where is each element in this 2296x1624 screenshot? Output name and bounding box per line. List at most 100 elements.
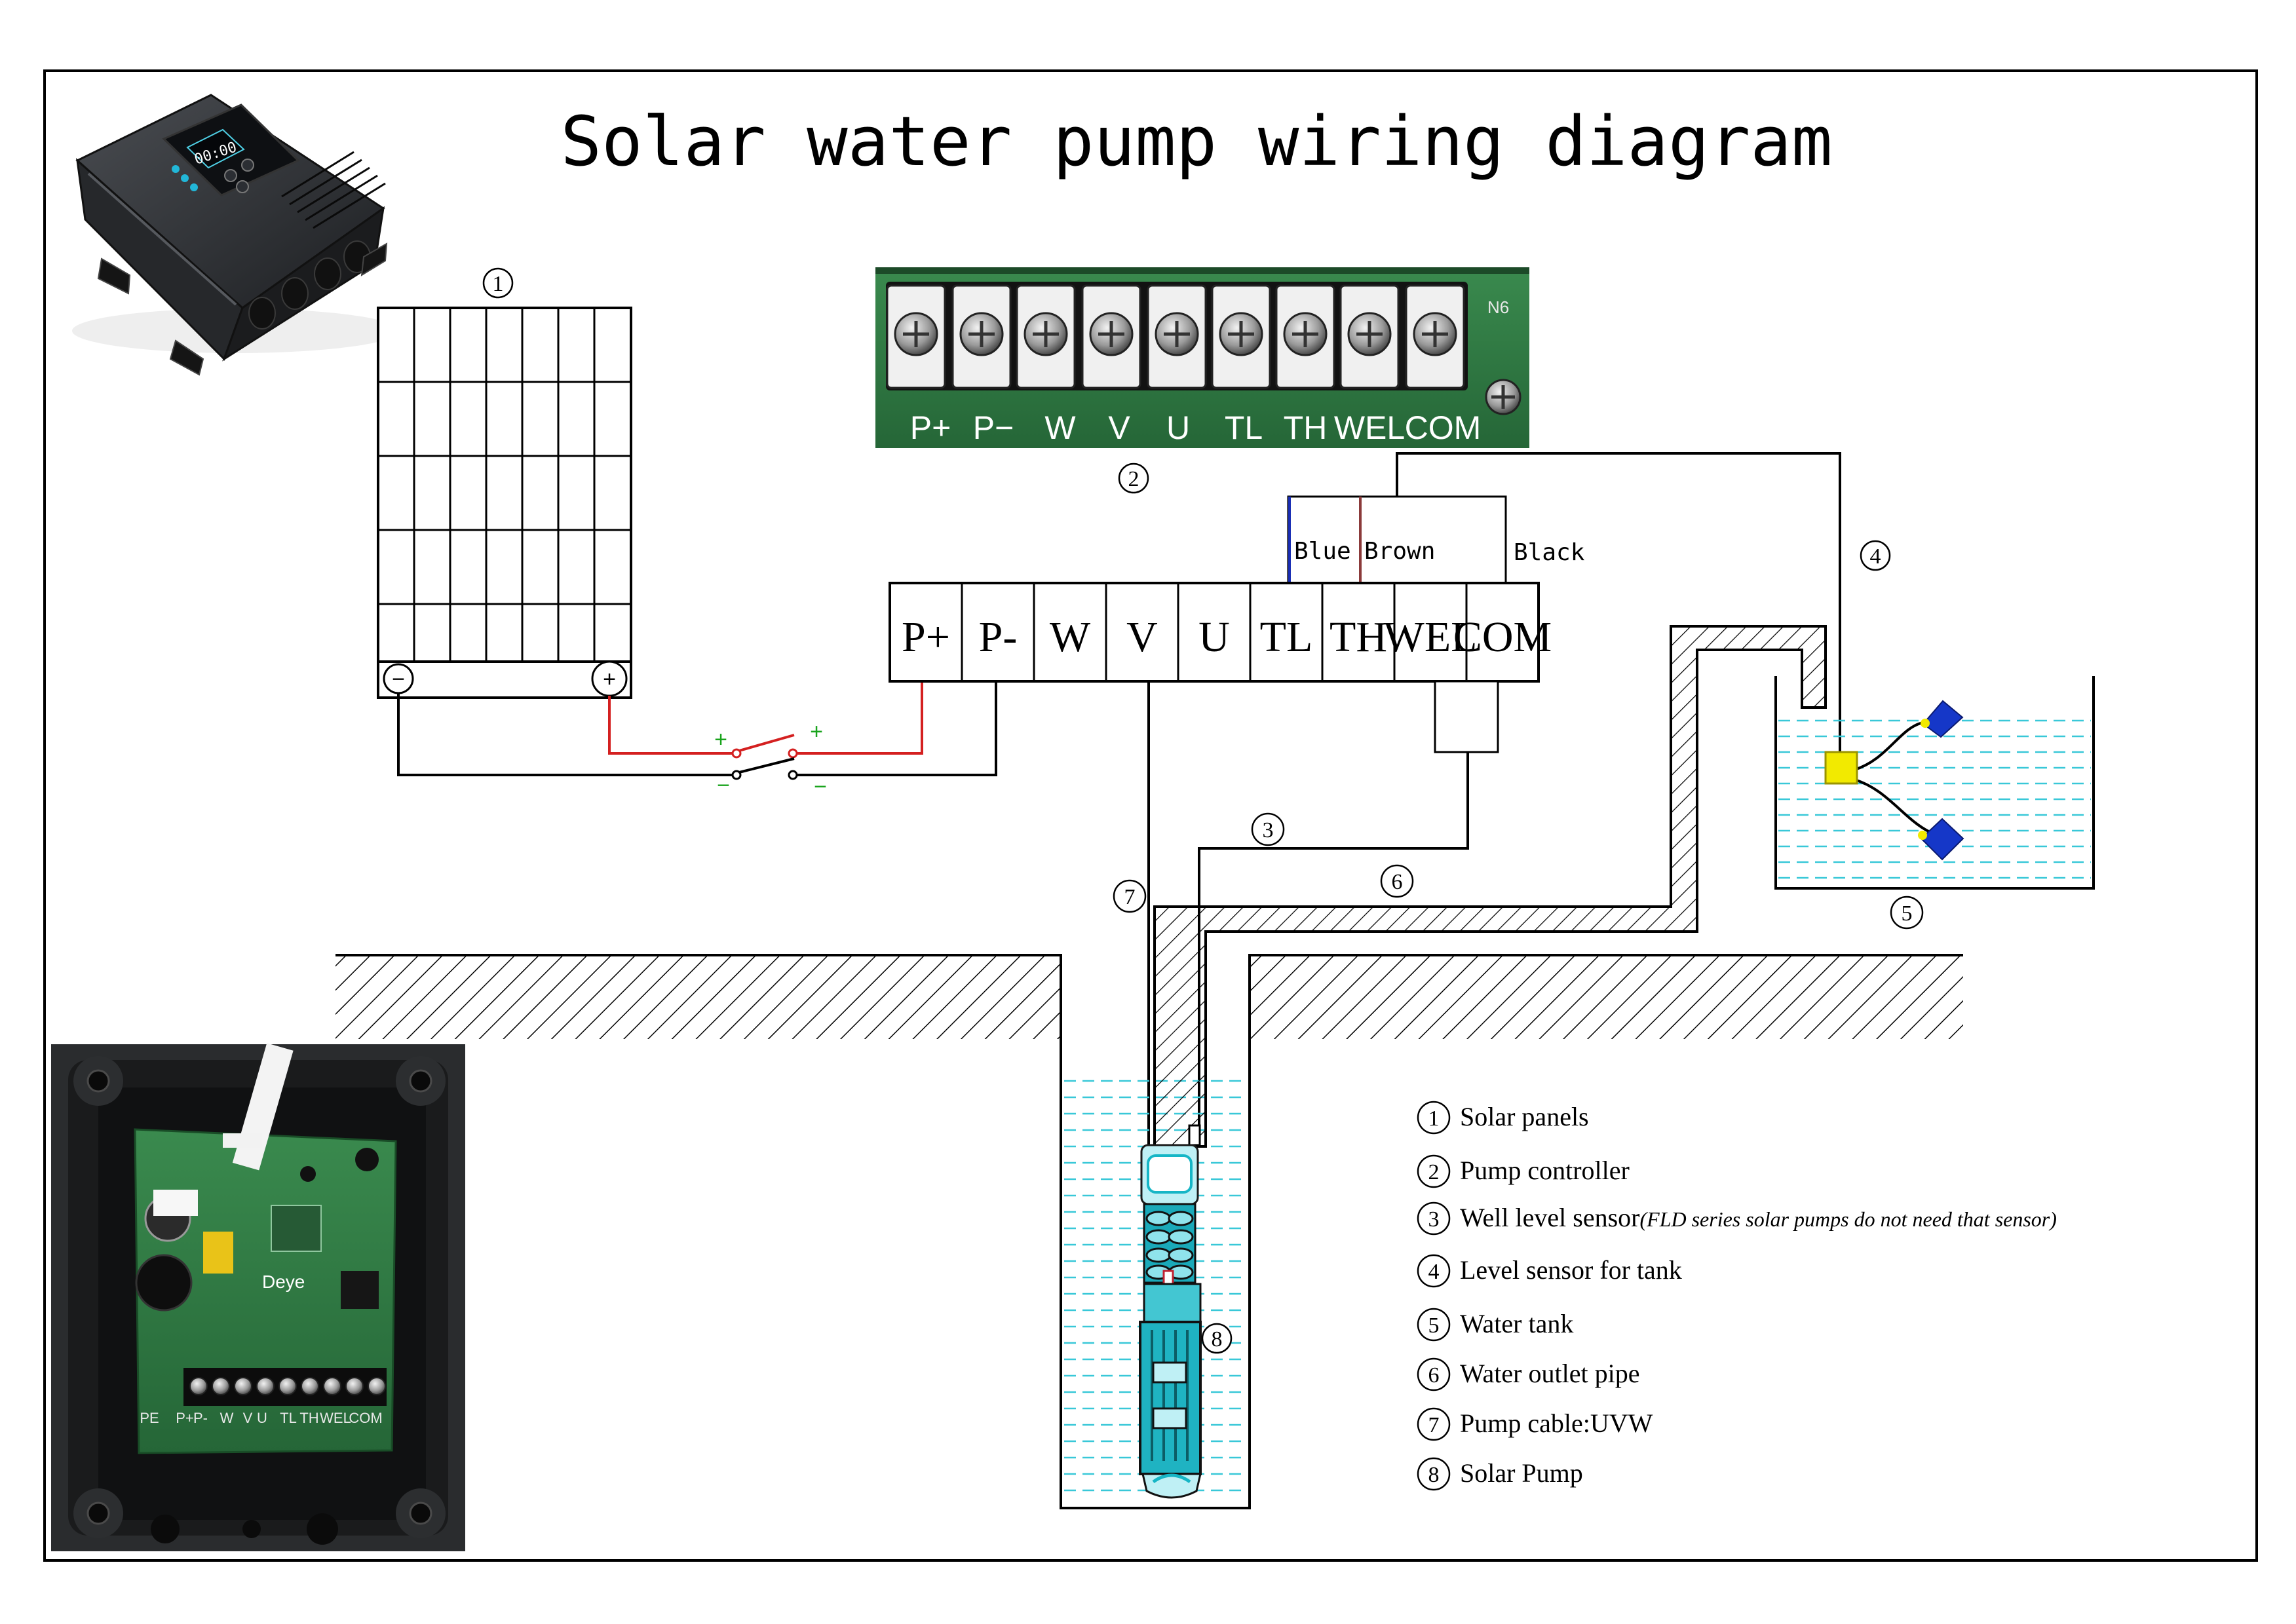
switch-plus-right: +: [810, 719, 823, 744]
board-label: V: [243, 1410, 253, 1426]
board-label: TL: [280, 1410, 297, 1426]
board-label: U: [257, 1410, 267, 1426]
board-label: PE: [140, 1410, 159, 1426]
terminal-photo-label: COM: [1405, 409, 1482, 446]
callout-circle-6: [1380, 864, 1414, 898]
board-label: W: [220, 1410, 234, 1426]
wire-label-black: Black: [1514, 539, 1585, 566]
water-tank: [1774, 676, 2095, 890]
board-label: P+: [176, 1410, 194, 1426]
callout-circle-7: [1113, 879, 1147, 913]
solar-panel: − +: [377, 307, 632, 699]
callout-circle-4: [1860, 540, 1891, 571]
controller-photo: 00:00: [72, 94, 400, 376]
callout-7: 7: [1124, 885, 1136, 909]
outlet-pipe: [1153, 625, 1827, 1148]
ground-left: [335, 955, 1061, 1039]
dc-breaker-switch: + + − −: [714, 719, 827, 799]
callout-circle-8: [1201, 1323, 1233, 1354]
well-sensor-connector: [1434, 680, 1499, 753]
terminal-u: U: [1198, 613, 1230, 661]
terminal-photo-label: V: [1108, 409, 1130, 446]
submersible-pump: [1139, 1124, 1202, 1499]
terminal-tl: TL: [1260, 613, 1313, 661]
terminal-photo-marking: N6: [1487, 297, 1509, 317]
board-label: P-: [193, 1410, 208, 1426]
legend-num-circle: [1417, 1101, 1451, 1135]
legend-num-circle: [1417, 1308, 1451, 1342]
callout-circle-2: [1118, 463, 1149, 494]
terminal-photo-label: TL: [1225, 409, 1263, 446]
board-terminal-screws: [189, 1377, 386, 1395]
terminal-com: COM: [1453, 613, 1552, 661]
callout-8: 8: [1212, 1327, 1223, 1351]
legend-label: Solar Pump: [1460, 1458, 1583, 1488]
panel-positive-symbol: +: [603, 667, 616, 692]
terminal-pminus: P-: [979, 613, 1018, 661]
terminal-th: TH: [1330, 613, 1387, 661]
page-title: Solar water pump wiring diagram: [560, 102, 1832, 181]
legend-label: Well level sensor(FLD series solar pumps…: [1460, 1203, 2057, 1232]
legend-num-circle: [1417, 1201, 1451, 1236]
callout-2: 2: [1128, 467, 1139, 491]
legend-num-circle: [1417, 1254, 1451, 1288]
sensor-box: [1824, 751, 1858, 785]
tank-level-sensor: [1824, 700, 1964, 861]
legend-label: Water outlet pipe: [1460, 1359, 1639, 1388]
terminal-pplus: P+: [902, 613, 950, 661]
tank-water: [1778, 719, 2091, 879]
legend-number: 6: [1428, 1363, 1440, 1388]
switch-minus-left: −: [717, 773, 730, 798]
legend-num-circle: [1417, 1357, 1451, 1391]
terminal-screws: [886, 284, 1465, 389]
terminal-photo-label: P+: [910, 409, 951, 446]
terminal-photo-label: W: [1044, 409, 1076, 446]
terminal-photo-label: WEL: [1334, 409, 1405, 446]
legend-number: 1: [1428, 1106, 1440, 1131]
callout-circle-5: [1890, 896, 1924, 930]
legend-number: 2: [1428, 1160, 1440, 1184]
terminal-v: V: [1126, 613, 1158, 661]
legend-label: Level sensor for tank: [1460, 1255, 1682, 1285]
legend-num-circle: [1417, 1457, 1451, 1491]
legend-number: 5: [1428, 1313, 1440, 1338]
callout-circle-1: [482, 267, 514, 299]
legend-number: 4: [1428, 1260, 1440, 1284]
panel-negative-symbol: −: [392, 667, 405, 692]
legend-num-circle: [1417, 1407, 1451, 1441]
legend-number: 3: [1428, 1207, 1440, 1232]
terminal-photo-label: P−: [973, 409, 1014, 446]
terminal-photo-label: U: [1166, 409, 1190, 446]
well-sensor-cable: [1198, 752, 1469, 1125]
board-brand: Deye: [262, 1272, 305, 1292]
wire-label-blue: Blue: [1294, 538, 1351, 565]
callout-circle-3: [1251, 812, 1285, 846]
legend-num-circle: [1417, 1154, 1451, 1188]
ground-right: [1250, 955, 1963, 1039]
switch-minus-right: −: [814, 774, 827, 799]
legend-label: Water tank: [1460, 1309, 1573, 1338]
board-label: COM: [349, 1410, 382, 1426]
callout-1: 1: [493, 272, 504, 296]
wire-label-brown: Brown: [1364, 538, 1435, 565]
terminal-wel: WEL: [1384, 613, 1478, 661]
terminal-photo-label: TH: [1284, 409, 1328, 446]
sensor-wiring: [1287, 452, 1841, 766]
legend-note: (FLD series solar pumps do not need that…: [1639, 1207, 2056, 1231]
legend-number: 8: [1428, 1463, 1440, 1487]
callout-5: 5: [1902, 901, 1913, 926]
callout-4: 4: [1870, 544, 1881, 569]
callout-3: 3: [1263, 818, 1274, 842]
board-label: WEL: [320, 1410, 351, 1426]
switch-plus-left: +: [714, 727, 727, 752]
terminal-w: W: [1050, 613, 1091, 661]
page-frame: [43, 69, 2258, 1562]
callout-6: 6: [1392, 870, 1403, 894]
legend-label: Pump controller: [1460, 1156, 1630, 1185]
